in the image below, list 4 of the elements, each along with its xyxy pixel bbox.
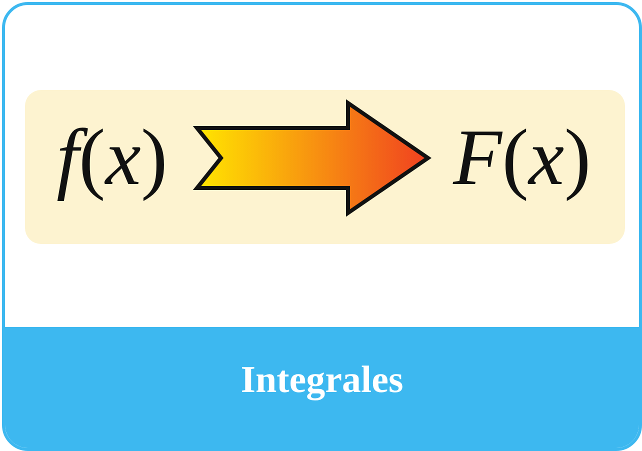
- math-expression: F(x): [453, 112, 591, 204]
- title: Integrales: [240, 358, 404, 402]
- block-arrow: [192, 99, 432, 217]
- math-expression: f(x): [56, 112, 168, 204]
